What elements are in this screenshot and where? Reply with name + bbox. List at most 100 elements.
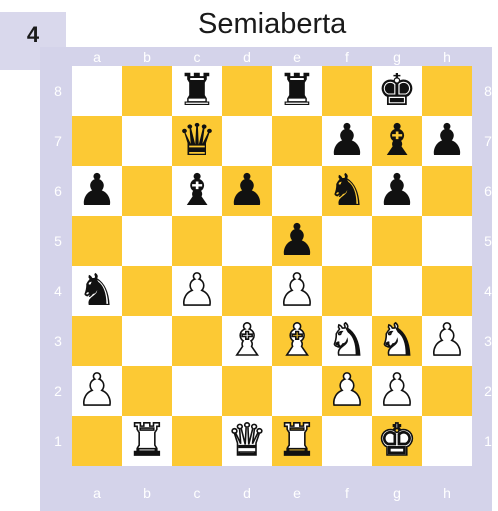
- square-d4[interactable]: [222, 266, 272, 316]
- black-knight-icon[interactable]: ♞: [322, 166, 372, 216]
- square-h8[interactable]: [422, 66, 472, 116]
- square-d7[interactable]: [222, 116, 272, 166]
- square-c2[interactable]: [172, 366, 222, 416]
- square-a2[interactable]: ♟: [72, 366, 122, 416]
- black-pawn-icon[interactable]: ♟: [222, 166, 272, 216]
- rank-label-5-left: 5: [51, 233, 65, 249]
- square-e6[interactable]: [272, 166, 322, 216]
- square-b3[interactable]: [122, 316, 172, 366]
- square-d6[interactable]: ♟: [222, 166, 272, 216]
- square-a7[interactable]: [72, 116, 122, 166]
- white-bishop-icon[interactable]: ♝: [272, 316, 322, 366]
- square-g2[interactable]: ♟: [372, 366, 422, 416]
- square-e3[interactable]: ♝: [272, 316, 322, 366]
- square-d3[interactable]: ♝: [222, 316, 272, 366]
- black-pawn-icon[interactable]: ♟: [272, 216, 322, 266]
- square-h1[interactable]: [422, 416, 472, 466]
- square-f4[interactable]: [322, 266, 372, 316]
- square-b1[interactable]: ♜: [122, 416, 172, 466]
- square-a6[interactable]: ♟: [72, 166, 122, 216]
- black-queen-icon[interactable]: ♛: [172, 116, 222, 166]
- rank-label-8-right: 8: [481, 83, 495, 99]
- square-d8[interactable]: [222, 66, 272, 116]
- white-bishop-icon[interactable]: ♝: [222, 316, 272, 366]
- square-b2[interactable]: [122, 366, 172, 416]
- black-pawn-icon[interactable]: ♟: [322, 116, 372, 166]
- square-d5[interactable]: [222, 216, 272, 266]
- square-e2[interactable]: [272, 366, 322, 416]
- square-h6[interactable]: [422, 166, 472, 216]
- white-knight-icon[interactable]: ♞: [322, 316, 372, 366]
- black-knight-icon[interactable]: ♞: [72, 266, 122, 316]
- black-pawn-icon[interactable]: ♟: [422, 116, 472, 166]
- square-a8[interactable]: [72, 66, 122, 116]
- rank-label-6-right: 6: [481, 183, 495, 199]
- square-g3[interactable]: ♞: [372, 316, 422, 366]
- white-pawn-icon[interactable]: ♟: [72, 366, 122, 416]
- square-b6[interactable]: [122, 166, 172, 216]
- black-rook-icon[interactable]: ♜: [272, 66, 322, 116]
- black-bishop-icon[interactable]: ♝: [372, 116, 422, 166]
- square-b4[interactable]: [122, 266, 172, 316]
- square-h4[interactable]: [422, 266, 472, 316]
- square-g8[interactable]: ♚: [372, 66, 422, 116]
- square-b8[interactable]: [122, 66, 172, 116]
- square-f5[interactable]: [322, 216, 372, 266]
- square-a1[interactable]: [72, 416, 122, 466]
- square-a4[interactable]: ♞: [72, 266, 122, 316]
- rank-label-6-left: 6: [51, 183, 65, 199]
- square-b7[interactable]: [122, 116, 172, 166]
- square-f6[interactable]: ♞: [322, 166, 372, 216]
- square-g7[interactable]: ♝: [372, 116, 422, 166]
- square-h2[interactable]: [422, 366, 472, 416]
- square-a3[interactable]: [72, 316, 122, 366]
- white-knight-icon[interactable]: ♞: [372, 316, 422, 366]
- white-queen-icon[interactable]: ♛: [222, 416, 272, 466]
- square-c5[interactable]: [172, 216, 222, 266]
- square-a5[interactable]: [72, 216, 122, 266]
- white-king-icon[interactable]: ♚: [372, 416, 422, 466]
- square-c1[interactable]: [172, 416, 222, 466]
- square-g5[interactable]: [372, 216, 422, 266]
- white-pawn-icon[interactable]: ♟: [372, 366, 422, 416]
- white-pawn-icon[interactable]: ♟: [172, 266, 222, 316]
- square-f1[interactable]: [322, 416, 372, 466]
- white-pawn-icon[interactable]: ♟: [422, 316, 472, 366]
- square-h7[interactable]: ♟: [422, 116, 472, 166]
- square-h5[interactable]: [422, 216, 472, 266]
- square-e8[interactable]: ♜: [272, 66, 322, 116]
- square-f3[interactable]: ♞: [322, 316, 372, 366]
- square-e5[interactable]: ♟: [272, 216, 322, 266]
- square-e7[interactable]: [272, 116, 322, 166]
- square-c8[interactable]: ♜: [172, 66, 222, 116]
- square-f8[interactable]: [322, 66, 372, 116]
- square-g6[interactable]: ♟: [372, 166, 422, 216]
- square-c7[interactable]: ♛: [172, 116, 222, 166]
- black-pawn-icon[interactable]: ♟: [72, 166, 122, 216]
- black-bishop-icon[interactable]: ♝: [172, 166, 222, 216]
- black-king-icon[interactable]: ♚: [372, 66, 422, 116]
- white-pawn-icon[interactable]: ♟: [272, 266, 322, 316]
- black-rook-icon[interactable]: ♜: [172, 66, 222, 116]
- square-h3[interactable]: ♟: [422, 316, 472, 366]
- white-rook-icon[interactable]: ♜: [272, 416, 322, 466]
- square-e4[interactable]: ♟: [272, 266, 322, 316]
- square-d1[interactable]: ♛: [222, 416, 272, 466]
- square-e1[interactable]: ♜: [272, 416, 322, 466]
- square-c4[interactable]: ♟: [172, 266, 222, 316]
- white-rook-icon[interactable]: ♜: [122, 416, 172, 466]
- square-b5[interactable]: [122, 216, 172, 266]
- square-c3[interactable]: [172, 316, 222, 366]
- square-g1[interactable]: ♚: [372, 416, 422, 466]
- rank-label-4-left: 4: [51, 283, 65, 299]
- file-label-e-bottom: e: [272, 485, 322, 501]
- square-d2[interactable]: [222, 366, 272, 416]
- file-label-g-bottom: g: [372, 485, 422, 501]
- square-f7[interactable]: ♟: [322, 116, 372, 166]
- chess-board[interactable]: ♜♜♚♛♟♝♟♟♝♟♞♟♟♞♟♟♝♝♞♞♟♟♟♟♜♛♜♚: [72, 66, 472, 466]
- white-pawn-icon[interactable]: ♟: [322, 366, 372, 416]
- square-c6[interactable]: ♝: [172, 166, 222, 216]
- square-g4[interactable]: [372, 266, 422, 316]
- square-f2[interactable]: ♟: [322, 366, 372, 416]
- black-pawn-icon[interactable]: ♟: [372, 166, 422, 216]
